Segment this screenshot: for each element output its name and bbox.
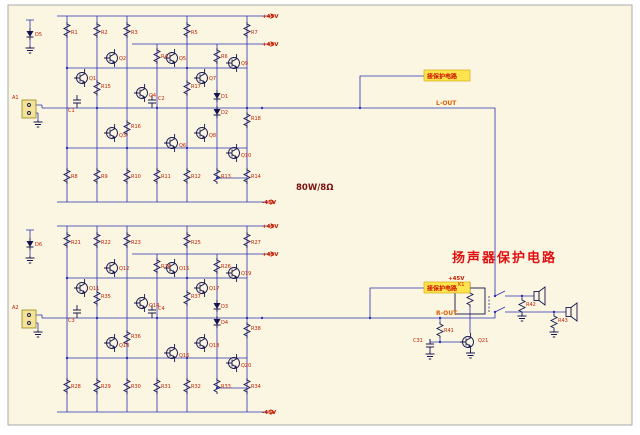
component-label: R27 [251, 240, 261, 246]
component-label: R21 [71, 240, 81, 246]
component-label: Q8 [209, 133, 216, 139]
component-label: Q5 [179, 56, 186, 62]
component-label: Q21 [478, 338, 488, 344]
component-label: R32 [191, 384, 201, 390]
component-label: Q9 [241, 61, 248, 67]
component-label: R25 [191, 240, 201, 246]
power-rail-label: +45V [262, 224, 279, 230]
component-label: C31 [413, 338, 423, 344]
power-rating-label: 80W/8Ω [296, 183, 333, 193]
component-label: Q3 [119, 133, 126, 139]
component-label: Q16 [179, 353, 189, 359]
component-label: R34 [251, 384, 261, 390]
power-rail-label: -45V [262, 410, 277, 416]
callout-tag-right-text: 接保护电路 [426, 285, 458, 293]
component-label: D3 [221, 304, 228, 310]
component-label: R3 [131, 30, 138, 36]
component-label: Q4 [149, 93, 156, 99]
net-label: L-OUT [436, 100, 457, 107]
component-label: R10 [131, 174, 141, 180]
power-rail-label: +45V [448, 276, 465, 282]
component-label: A2 [12, 305, 19, 311]
component-label: A1 [12, 95, 19, 101]
power-rail-label: +45V [262, 42, 279, 48]
component-label: R18 [251, 116, 261, 122]
component-label: R24 [161, 264, 171, 270]
protection-title: 扬声器保护电路 [452, 250, 557, 266]
component-label: Q18 [209, 343, 219, 349]
component-label: Q20 [241, 363, 251, 369]
component-label: R13 [221, 174, 231, 180]
callout-tags: 接保护电路 接保护电路 [423, 69, 471, 294]
component-label: R33 [221, 384, 231, 390]
component-label: C2 [158, 96, 165, 102]
component-label: R43 [558, 318, 568, 324]
component-label: C3 [68, 318, 75, 324]
component-label: C1 [68, 108, 75, 114]
component-label: Q2 [119, 56, 126, 62]
callout-tag-right [423, 281, 471, 294]
component-label: R8 [71, 174, 78, 180]
component-label: R15 [101, 84, 111, 90]
callout-tag-left [423, 69, 471, 82]
schematic-canvas [7, 4, 633, 426]
net-label: R-OUT [436, 310, 458, 317]
component-label: R4 [161, 54, 168, 60]
component-label: R9 [101, 174, 108, 180]
component-label: R42 [526, 302, 536, 308]
component-label: D5 [35, 32, 42, 38]
component-label: R30 [131, 384, 141, 390]
component-label: R1 [71, 30, 78, 36]
component-label: R7 [251, 30, 258, 36]
component-label: R17 [191, 84, 201, 90]
component-label: R37 [191, 294, 201, 300]
component-label: R11 [161, 174, 171, 180]
component-label: R28 [71, 384, 81, 390]
component-label: R41 [444, 328, 454, 334]
component-label: Q13 [119, 343, 129, 349]
power-rail-label: +45V [262, 252, 279, 258]
component-label: Q11 [89, 286, 99, 292]
power-rail-label: -45V [262, 200, 277, 206]
junction-dots [358, 106, 556, 344]
component-label: R14 [251, 174, 261, 180]
component-label: Q12 [119, 266, 129, 272]
component-label: R31 [161, 384, 171, 390]
component-label: Q6 [179, 143, 186, 149]
component-label: K1 [458, 282, 464, 288]
component-label: Q1 [89, 76, 96, 82]
component-label: R12 [191, 174, 201, 180]
component-label: D4 [221, 320, 228, 326]
component-label: Q15 [179, 266, 189, 272]
component-label: Q19 [241, 271, 251, 277]
component-label: Q10 [241, 153, 251, 159]
component-label: R36 [131, 334, 141, 340]
component-label: R16 [131, 124, 141, 130]
component-label: Q7 [209, 76, 216, 82]
component-label: D2 [221, 110, 228, 116]
component-label: R5 [191, 30, 198, 36]
component-label: C4 [158, 306, 165, 312]
component-label: R2 [101, 30, 108, 36]
component-label: R6 [221, 54, 228, 60]
component-label: R29 [101, 384, 111, 390]
component-label: R23 [131, 240, 141, 246]
component-label: R35 [101, 294, 111, 300]
component-label: Q17 [209, 286, 219, 292]
component-label: R26 [221, 264, 231, 270]
component-label: R22 [101, 240, 111, 246]
component-label: Q14 [149, 303, 159, 309]
component-label: R38 [251, 326, 261, 332]
callout-tag-left-text: 接保护电路 [426, 73, 458, 81]
component-label: D6 [35, 242, 42, 248]
power-rail-label: +45V [262, 14, 279, 20]
component-label: D1 [221, 94, 228, 100]
